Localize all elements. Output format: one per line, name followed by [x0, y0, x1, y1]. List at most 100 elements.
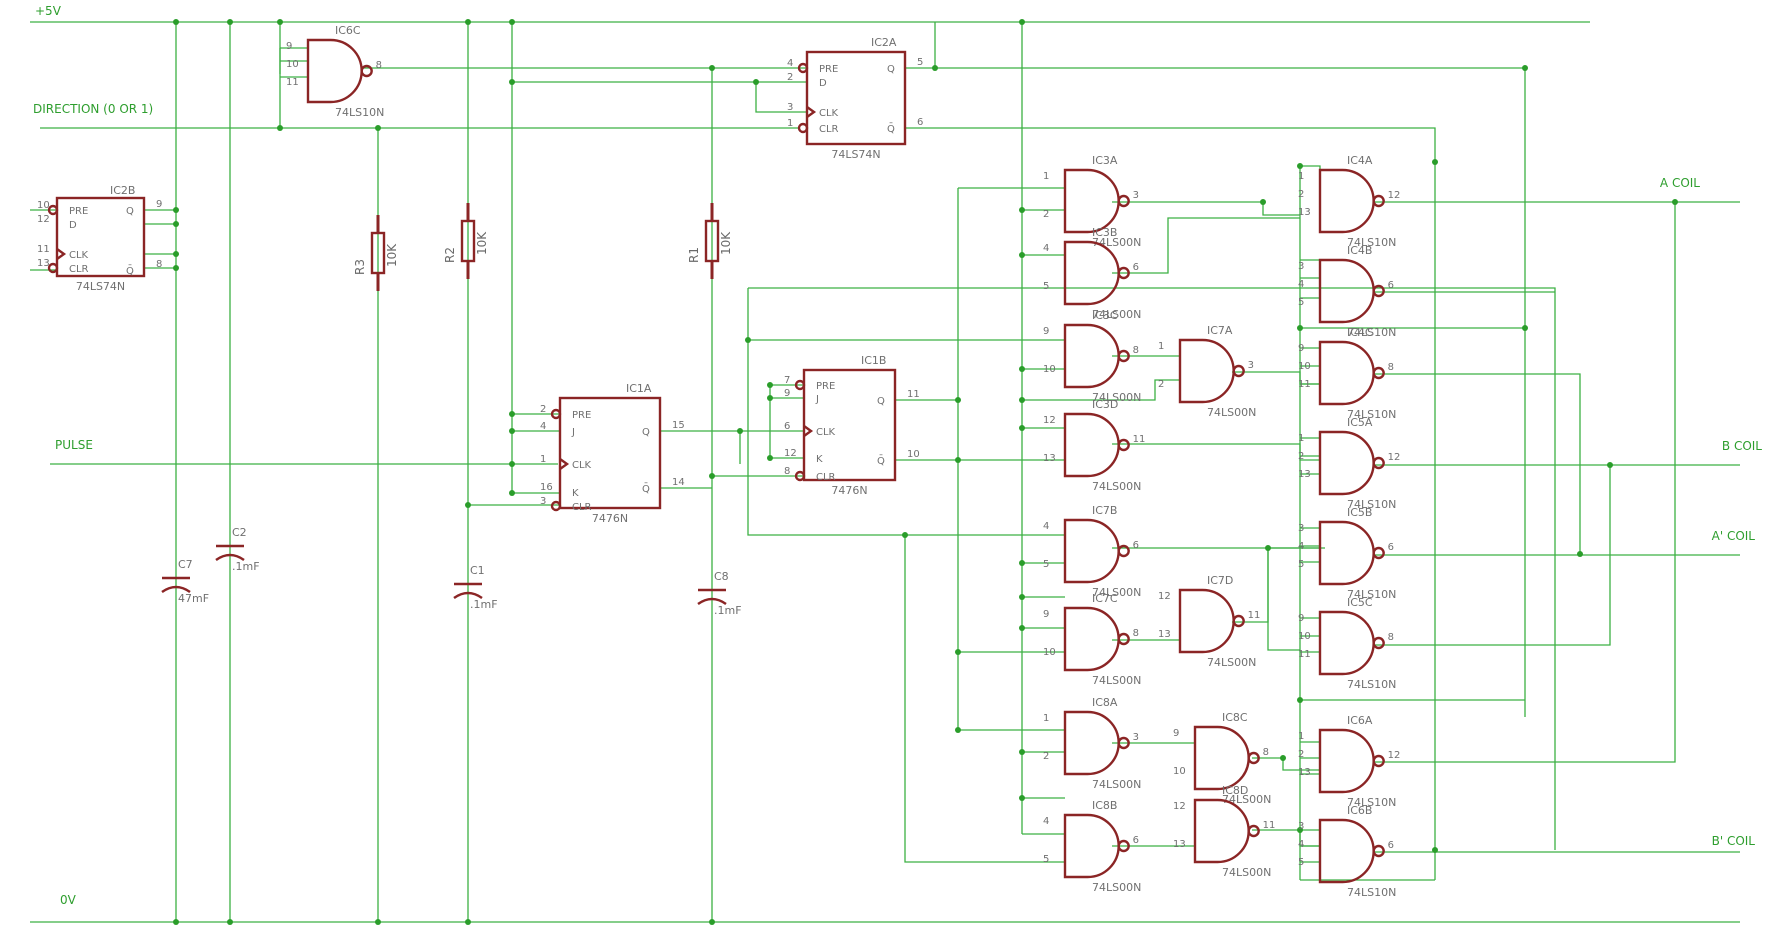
ic8c-in-pin-9: 9 — [1173, 728, 1179, 739]
ic2a-pin-CLK: CLK — [819, 108, 839, 119]
c7-plate-bottom — [161, 585, 191, 594]
ic7d-name: IC7D — [1207, 574, 1233, 587]
ic3c-in-pin-10: 10 — [1043, 364, 1056, 375]
ic3d-body — [1063, 412, 1120, 478]
ic5c-out-pin: 8 — [1388, 632, 1394, 643]
ic1b-pin-J: J — [815, 394, 819, 405]
ic4b-in-pin-4: 4 — [1298, 279, 1304, 290]
ic3b-body — [1063, 240, 1120, 306]
ic1b-pinnum-7: 7 — [784, 375, 790, 386]
ic3d-out-pin: 11 — [1133, 434, 1146, 445]
c8-plate-bottom — [697, 597, 727, 606]
ic6a-output-bubble — [1372, 754, 1385, 768]
ic7d-body — [1178, 588, 1235, 654]
r1-resistor: R1 10K — [687, 203, 733, 279]
ic7b-in-pin-5: 5 — [1043, 559, 1049, 570]
ic1a-name: IC1A — [626, 382, 652, 395]
ic5a-out-pin: 12 — [1388, 452, 1401, 463]
ic2a-clk-mark — [806, 106, 817, 118]
ic1b-pin-K: K — [816, 454, 823, 465]
ic7d-output-bubble — [1232, 614, 1245, 628]
ic2a-pinnum-3: 3 — [787, 102, 793, 113]
ic2a-pinnum-4: 4 — [787, 58, 793, 69]
ic2a-pinnum-5: 5 — [917, 57, 923, 68]
c1-plate-bottom — [453, 591, 483, 600]
ic4a-output-bubble — [1372, 194, 1385, 208]
ic4a-body — [1318, 168, 1375, 234]
ic6b-type: 74LS10N — [1347, 886, 1396, 899]
ic8b-body — [1063, 813, 1120, 879]
ic8d-name: IC8D — [1222, 784, 1248, 797]
ic7a-type: 74LS00N — [1207, 406, 1256, 419]
ic4b-in-pin-5: 5 — [1298, 297, 1304, 308]
ic3a-in-pin-2: 2 — [1043, 209, 1049, 220]
net-vcc-label: +5V — [35, 4, 62, 18]
ic4c-output-bubble — [1372, 366, 1385, 380]
ic2b-pinnum-13: 13 — [37, 258, 50, 269]
ic3c-name: IC3C — [1092, 309, 1118, 322]
ic1b-pinnum-10: 10 — [907, 449, 920, 460]
junction-dots — [173, 19, 1678, 925]
ic8d-output-bubble — [1247, 824, 1260, 838]
ic1a-pinnum-15: 15 — [672, 420, 685, 431]
ic2a-pin-CLR: CLR — [819, 124, 839, 135]
r1-value: 10K — [719, 231, 733, 255]
ic6c-in-pin-10: 10 — [286, 59, 299, 70]
ic4c-in-pin-11: 11 — [1298, 379, 1311, 390]
ic8c-name: IC8C — [1222, 711, 1248, 724]
ic1a-pinnum-16: 16 — [540, 482, 553, 493]
ic7a-name: IC7A — [1207, 324, 1233, 337]
ic2b-pinnum-12: 12 — [37, 214, 50, 225]
ic3b-type: 74LS00N — [1092, 308, 1141, 321]
ic3b-output-bubble — [1117, 266, 1130, 280]
ic4c-type: 74LS10N — [1347, 408, 1396, 421]
net-gnd-label: 0V — [60, 893, 77, 907]
ic1b-pin-q: Q — [877, 396, 885, 407]
ic1b-pinnum-9: 9 — [784, 388, 790, 399]
ic5c-type: 74LS10N — [1347, 678, 1396, 691]
flipflops: IC2B74LS74NPRE10D12CLK11CLR13Q9Q̄8IC2A74… — [37, 36, 923, 525]
ic4b-name: IC4B — [1347, 244, 1372, 257]
net-labels: +5V 0V DIRECTION (0 OR 1) PULSE A COIL B… — [33, 4, 1762, 907]
c2-value: .1mF — [232, 560, 260, 573]
ic6b-in-pin-4: 4 — [1298, 839, 1304, 850]
logic-gates: IC6C74LS10N891011IC3A74LS00N312IC3B74LS0… — [286, 24, 1400, 899]
ic4c-in-pin-9: 9 — [1298, 343, 1304, 354]
ic8a-type: 74LS00N — [1092, 778, 1141, 791]
ic4c-body — [1318, 340, 1375, 406]
ic8d-in-pin-13: 13 — [1173, 839, 1186, 850]
ic2a-pin-D: D — [819, 78, 827, 89]
ic5c-in-pin-11: 11 — [1298, 649, 1311, 660]
ic5b-output-bubble — [1372, 546, 1385, 560]
ic1b-pinnum-12: 12 — [784, 448, 797, 459]
ic7c-type: 74LS00N — [1092, 674, 1141, 687]
ic5a-name: IC5A — [1347, 416, 1373, 429]
ic2a-bubble — [797, 62, 809, 74]
r1-name: R1 — [687, 247, 701, 263]
ic5a-body — [1318, 430, 1375, 496]
c8-capacitor: C8.1mF — [697, 570, 742, 617]
ic1a-pin-CLK: CLK — [572, 460, 592, 471]
ic1a-clk-mark — [559, 458, 570, 470]
ic4a-in-pin-1: 1 — [1298, 171, 1304, 182]
ic2b-pin-qbar: Q̄ — [126, 264, 134, 277]
ic6a-body — [1318, 728, 1375, 794]
net-direction-label: DIRECTION (0 OR 1) — [33, 102, 153, 116]
ic7c-out-pin: 8 — [1133, 628, 1139, 639]
ic6c-in-pin-9: 9 — [286, 41, 292, 52]
ic1a-pin-J: J — [571, 427, 575, 438]
ic5b-in-pin-4: 4 — [1298, 541, 1304, 552]
ic7c-in-pin-10: 10 — [1043, 647, 1056, 658]
ic4c-name: IC4C — [1347, 326, 1373, 339]
ic5b-in-pin-3: 3 — [1298, 523, 1304, 534]
